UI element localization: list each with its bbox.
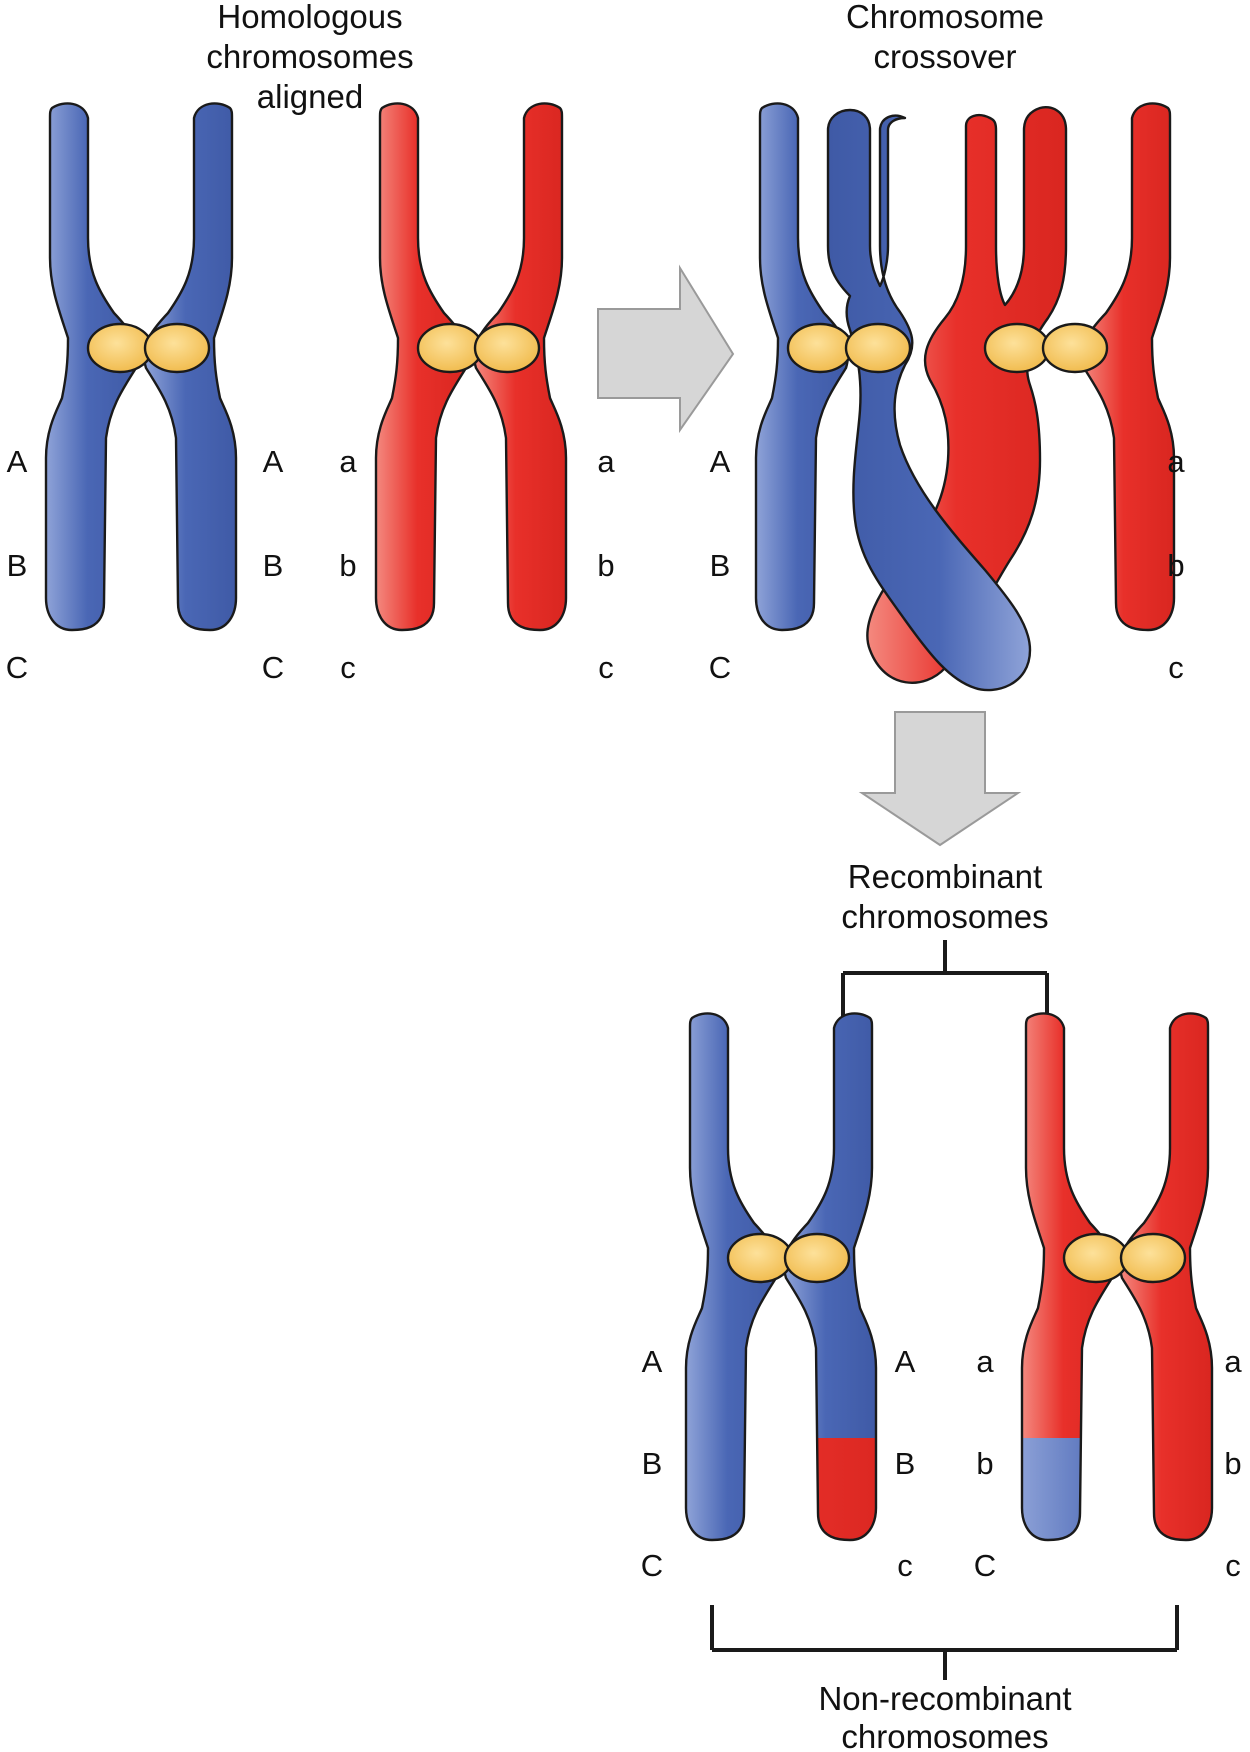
- caption-recombinant: Recombinant chromosomes: [841, 858, 1048, 935]
- svg-text:Chromosome: Chromosome: [846, 0, 1044, 35]
- svg-text:A: A: [263, 444, 284, 479]
- svg-text:b: b: [597, 548, 614, 583]
- svg-text:b: b: [976, 1446, 993, 1481]
- centromere-4: [1041, 322, 1109, 374]
- centromere-left: [86, 322, 154, 374]
- svg-text:C: C: [641, 1548, 663, 1583]
- svg-text:a: a: [597, 444, 615, 479]
- svg-text:c: c: [1225, 1548, 1241, 1583]
- centromere-1: [786, 322, 854, 374]
- centromere-right: [473, 322, 541, 374]
- svg-text:A: A: [895, 1344, 916, 1379]
- svg-text:b: b: [1167, 548, 1184, 583]
- centromere-right: [143, 322, 211, 374]
- red-chromosome-aligned: [374, 102, 568, 632]
- centromere-left: [416, 322, 484, 374]
- blue-crossing-chromatid: [826, 108, 1032, 692]
- caption-crossover: Chromosome crossover: [846, 0, 1044, 75]
- svg-text:c: c: [1168, 650, 1184, 685]
- centromere-3: [983, 322, 1051, 374]
- caption-non-recombinant: Non-recombinant chromosomes: [818, 1680, 1071, 1752]
- svg-text:c: c: [897, 1548, 913, 1583]
- svg-text:a: a: [1167, 444, 1185, 479]
- recombinant-bracket: [841, 940, 1049, 1030]
- svg-text:B: B: [895, 1446, 916, 1481]
- centromere-2: [844, 322, 912, 374]
- crossover-chromosomes: [754, 102, 1176, 692]
- gene-labels-crossover: A B C a b c: [709, 444, 1186, 685]
- svg-text:chromosomes: chromosomes: [206, 38, 413, 75]
- non-recombinant-bracket: [710, 1605, 1179, 1680]
- svg-text:b: b: [339, 548, 356, 583]
- gene-labels-aligned: A B C A B C a b c a b c: [6, 444, 616, 685]
- svg-text:chromosomes: chromosomes: [841, 1718, 1048, 1752]
- svg-text:A: A: [642, 1344, 663, 1379]
- svg-text:C: C: [262, 650, 284, 685]
- svg-text:B: B: [263, 548, 284, 583]
- caption-aligned: Homologous chromosomes aligned: [206, 0, 413, 115]
- centromere-right: [783, 1232, 851, 1284]
- svg-text:Recombinant: Recombinant: [848, 858, 1042, 895]
- blue-chromosome-aligned: [44, 102, 238, 632]
- svg-text:B: B: [7, 548, 28, 583]
- svg-text:A: A: [7, 444, 28, 479]
- svg-text:a: a: [339, 444, 357, 479]
- centromere-left: [726, 1232, 794, 1284]
- svg-text:a: a: [976, 1344, 994, 1379]
- svg-text:b: b: [1224, 1446, 1241, 1481]
- svg-text:c: c: [598, 650, 614, 685]
- right-arrow-icon: [597, 264, 735, 434]
- svg-text:chromosomes: chromosomes: [841, 898, 1048, 935]
- red-crossing-chromatid: [866, 106, 1068, 684]
- down-arrow-icon: [858, 711, 1022, 847]
- svg-text:B: B: [710, 548, 731, 583]
- centromere-left: [1062, 1232, 1130, 1284]
- svg-text:C: C: [6, 650, 28, 685]
- svg-text:a: a: [1224, 1344, 1242, 1379]
- svg-text:C: C: [709, 650, 731, 685]
- svg-text:Non-recombinant: Non-recombinant: [818, 1680, 1071, 1717]
- svg-text:B: B: [642, 1446, 663, 1481]
- svg-text:crossover: crossover: [873, 38, 1016, 75]
- svg-text:aligned: aligned: [257, 78, 363, 115]
- gene-labels-result: A B C A B c a b C a b c: [641, 1344, 1243, 1583]
- svg-text:c: c: [340, 650, 356, 685]
- centromere-right: [1119, 1232, 1187, 1284]
- svg-text:Homologous: Homologous: [217, 0, 402, 35]
- red-chromosome-result: [1020, 1012, 1214, 1542]
- svg-text:A: A: [710, 444, 731, 479]
- blue-chromosome-result: [684, 1012, 878, 1542]
- svg-text:C: C: [974, 1548, 996, 1583]
